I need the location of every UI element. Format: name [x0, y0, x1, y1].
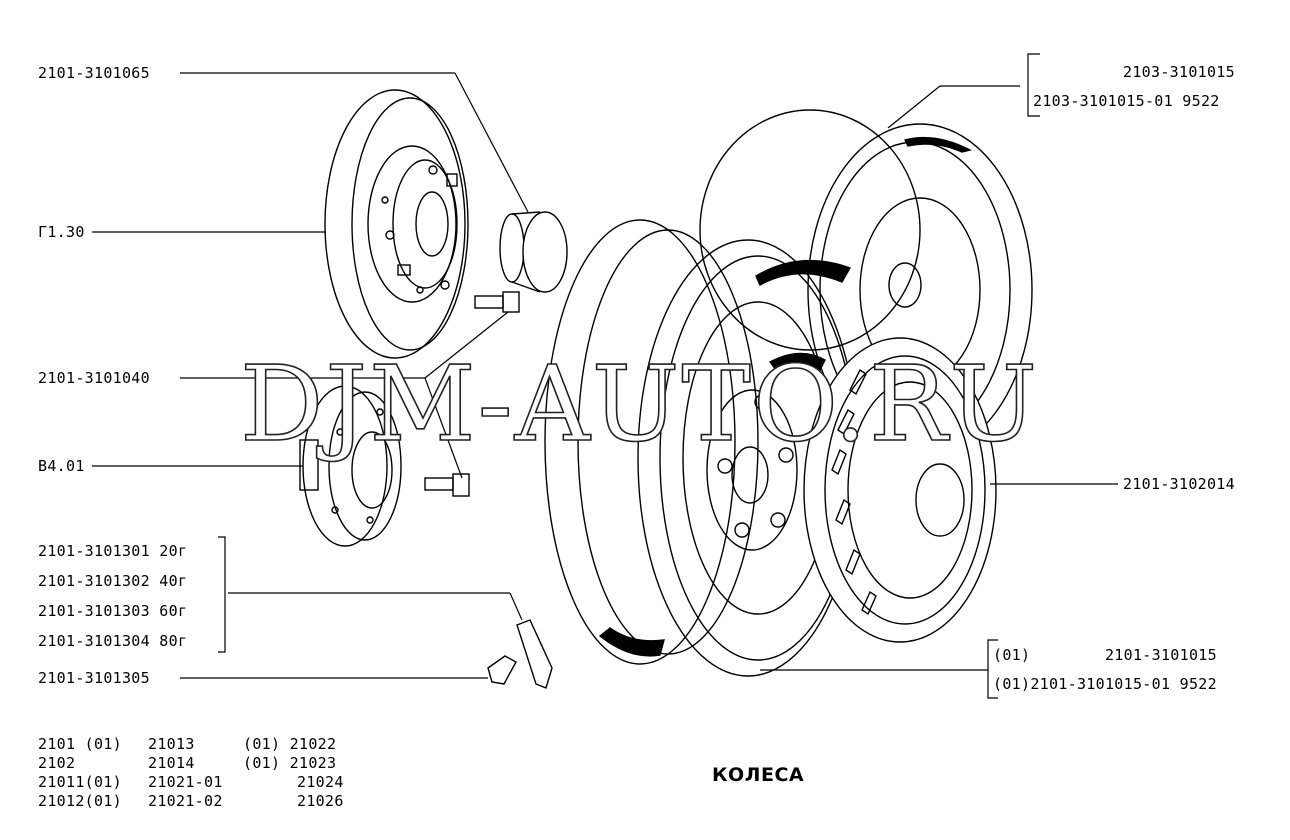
label-front-wheel-1: (01) 2101-3101015	[993, 646, 1217, 664]
label-wheel-trim: 2101-3102014	[1123, 475, 1235, 493]
wheel-hub	[299, 385, 402, 547]
label-weight-20: 2101-3101301 20г	[38, 542, 188, 560]
label-weight-40: 2101-3101302 40г	[38, 572, 188, 590]
model-cell: 21026	[297, 792, 344, 810]
model-cell: 21013	[148, 735, 195, 753]
model-cell: 21024	[297, 773, 344, 791]
valve-stem	[487, 655, 517, 685]
balance-weight	[516, 619, 553, 689]
label-hub: В4.01	[38, 457, 85, 475]
brake-disc	[324, 89, 469, 359]
model-cell: 21011(01)	[38, 773, 122, 791]
label-brake-disc: Г1.30	[38, 223, 85, 241]
label-grease-cap: 2101-3101065	[38, 64, 150, 82]
model-cell: (01) 21023	[243, 754, 337, 772]
label-wheel-bolt: 2101-3101040	[38, 369, 150, 387]
label-weight-60: 2101-3101303 60г	[38, 602, 188, 620]
model-cell: 21021-02	[148, 792, 223, 810]
wheel-bolt-top	[474, 291, 520, 313]
model-cell: (01) 21022	[243, 735, 337, 753]
model-cell: 2101 (01)	[38, 735, 122, 753]
front-wheel	[544, 219, 859, 677]
leader-lines	[92, 53, 1118, 699]
model-cell: 21012(01)	[38, 792, 122, 810]
grease-cap	[499, 211, 568, 293]
label-rear-wheel-1: 2103-3101015	[1123, 63, 1235, 81]
model-cell: 21021-01	[148, 773, 223, 791]
label-weight-80: 2101-3101304 80г	[38, 632, 188, 650]
label-rear-wheel-2: 2103-3101015-01 9522	[1033, 92, 1220, 110]
wheel-bolt-lower	[424, 473, 470, 497]
model-cell: 2102	[38, 754, 76, 772]
label-valve: 2101-3101305	[38, 669, 150, 687]
model-cell: 21014	[148, 754, 195, 772]
wheel-trim	[803, 337, 997, 643]
page-title: КОЛЕСА	[712, 764, 805, 786]
label-front-wheel-2: (01)2101-3101015-01 9522	[993, 675, 1217, 693]
